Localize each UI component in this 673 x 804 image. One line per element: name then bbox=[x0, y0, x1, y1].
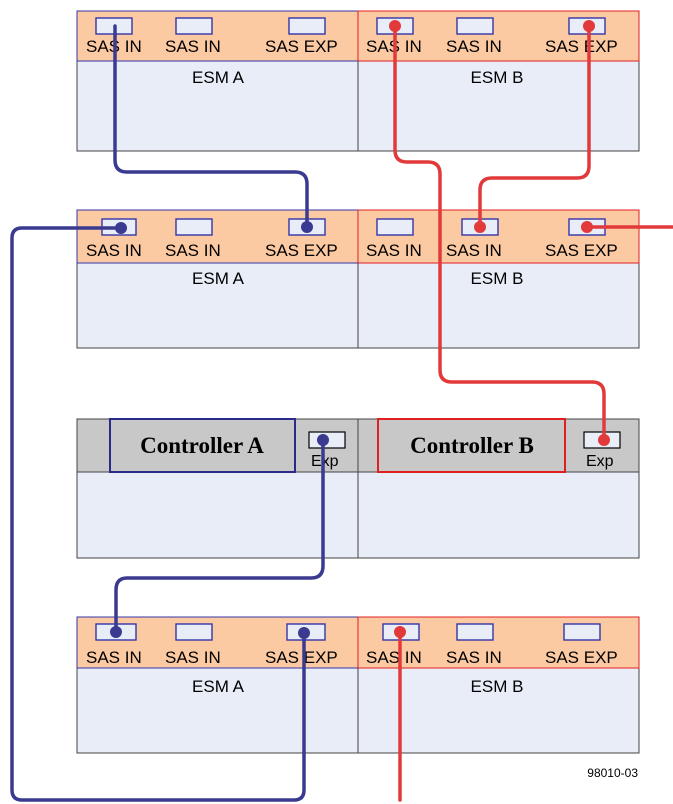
shelf-2-esm-b-port-1[interactable] bbox=[376, 218, 414, 236]
shelf-3-esm-b-port-3[interactable] bbox=[563, 623, 601, 641]
shelf-1-esm-a-port-2[interactable] bbox=[175, 17, 213, 35]
controller-a-exp-label: Exp bbox=[311, 453, 339, 470]
shelf-3-esm-b-port-3-label: SAS EXP bbox=[545, 648, 618, 667]
shelf-3-esm-b-port-2[interactable] bbox=[456, 623, 494, 641]
shelf-2-esm-a-title: ESM A bbox=[192, 269, 245, 288]
shelf-2-esm-a-port-2[interactable] bbox=[175, 218, 213, 236]
controller-b-title: Controller B bbox=[410, 433, 534, 458]
red-plug-controller-b-exp bbox=[598, 434, 610, 446]
drive-shelf-1: SAS IN SAS IN SAS EXP SAS IN SAS IN SAS … bbox=[76, 10, 640, 152]
controller-a-label-box bbox=[109, 418, 296, 473]
red-connectors bbox=[389, 20, 610, 638]
drive-shelf-3: SAS IN SAS IN SAS EXP SAS IN SAS IN SAS … bbox=[76, 616, 640, 754]
blue-plug-shelf3-esm-a-in bbox=[110, 626, 122, 638]
blue-connectors bbox=[110, 221, 329, 639]
red-plug-shelf2-esm-b-exp bbox=[581, 221, 593, 233]
controller-b-exp-label: Exp bbox=[586, 453, 614, 470]
shelf-2-esm-b-port-3-label: SAS EXP bbox=[545, 241, 618, 260]
shelf-3-esm-a-title: ESM A bbox=[192, 677, 245, 696]
shelf-1-esm-b-port-2-label: SAS IN bbox=[446, 37, 502, 56]
shelf-1-esm-b-title: ESM B bbox=[471, 68, 524, 87]
shelf-1-esm-b-port-2[interactable] bbox=[456, 17, 494, 35]
figure-id: 98010-03 bbox=[587, 766, 638, 780]
shelf-2-esm-a-port-2-label: SAS IN bbox=[165, 241, 221, 260]
shelf-3-esm-b-title: ESM B bbox=[471, 677, 524, 696]
blue-cable-controller-a-to-shelf3[interactable] bbox=[114, 438, 325, 634]
shelf-3-esm-a-port-1-label: SAS IN bbox=[86, 648, 142, 667]
blue-plug-shelf2-esm-a-in bbox=[115, 222, 127, 234]
controller-tray: Controller A Controller B Exp Exp bbox=[76, 418, 640, 559]
red-plug-shelf1-esm-b-in bbox=[389, 20, 401, 32]
blue-plug-shelf3-esm-a-exp bbox=[298, 627, 310, 639]
red-plug-shelf1-esm-b-exp bbox=[583, 20, 595, 32]
shelf-2-esm-a-port-3-label: SAS EXP bbox=[265, 241, 338, 260]
shelf-3-esm-a-port-2[interactable] bbox=[175, 623, 213, 641]
red-cables bbox=[393, 24, 673, 802]
shelf-3-esm-a-port-2-label: SAS IN bbox=[165, 648, 221, 667]
shelf-2-esm-b-port-1-label: SAS IN bbox=[366, 241, 422, 260]
shelf-3-esm-b-port-1-label: SAS IN bbox=[366, 648, 422, 667]
red-cable-shelf1-to-controller-b[interactable] bbox=[393, 24, 606, 442]
red-plug-shelf2-esm-b-in bbox=[474, 221, 486, 233]
blue-plug-controller-a-exp bbox=[317, 434, 329, 446]
shelf-1-esm-a-port-3[interactable] bbox=[288, 17, 326, 35]
shelf-2-esm-a-port-1-label: SAS IN bbox=[86, 241, 142, 260]
shelf-1-esm-a-port-2-label: SAS IN bbox=[165, 37, 221, 56]
shelf-2-esm-b-title: ESM B bbox=[471, 269, 524, 288]
shelf-2-esm-b-port-2-label: SAS IN bbox=[446, 241, 502, 260]
red-cable-shelf1-to-shelf2[interactable] bbox=[478, 24, 591, 229]
shelf-1-esm-b-port-3-label: SAS EXP bbox=[545, 37, 618, 56]
blue-cables bbox=[10, 24, 325, 802]
shelf-3-esm-b-port-2-label: SAS IN bbox=[446, 648, 502, 667]
blue-plug-shelf2-esm-a-exp bbox=[301, 221, 313, 233]
blue-cable-shelf1-to-shelf2[interactable] bbox=[113, 24, 309, 229]
blue-cable-shelf2-to-shelf3[interactable] bbox=[10, 226, 306, 802]
controller-b-label-box bbox=[377, 418, 566, 473]
controller-a-title: Controller A bbox=[140, 433, 264, 458]
shelf-1-esm-a-title: ESM A bbox=[192, 68, 245, 87]
shelf-1-esm-a-port-3-label: SAS EXP bbox=[265, 37, 338, 56]
red-plug-shelf3-esm-b-in bbox=[394, 626, 406, 638]
drive-shelf-2: SAS IN SAS IN SAS EXP SAS IN SAS IN SAS … bbox=[76, 209, 640, 349]
shelf-3-esm-a-port-3-label: SAS EXP bbox=[265, 648, 338, 667]
